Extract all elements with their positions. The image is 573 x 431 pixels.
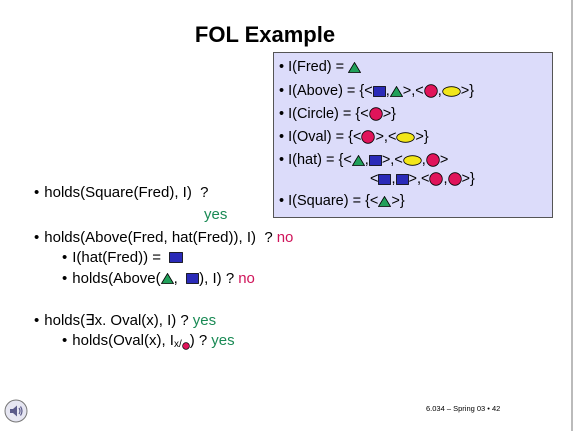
- question-3-sub-1-text-a: holds(Oval(x), I: [72, 332, 174, 349]
- bullet-icon: •: [34, 311, 40, 329]
- question-2-sub-2-text-b: ,: [173, 270, 187, 287]
- interp-sep: >,<: [381, 152, 403, 168]
- interp-comma: ,: [385, 83, 390, 99]
- square-icon: [372, 85, 386, 97]
- question-3-text: holds(∃x. Oval(x), I) ?: [44, 312, 189, 329]
- question-2-sub-2-text-a: holds(Above(: [72, 270, 161, 287]
- question-2-sub-2: • holds(Above( , ), I) ? no: [62, 270, 255, 287]
- interp-fred: • I(Fred) =: [279, 59, 362, 75]
- interp-close: >}: [460, 83, 475, 99]
- interp-above: • I(Above) = {< , >,< , >}: [279, 83, 474, 99]
- circle-icon: [361, 130, 376, 144]
- interp-close: >}: [391, 193, 405, 209]
- question-1-text: holds(Square(Fred), I) ?: [44, 184, 209, 201]
- interp-sep: >,<: [402, 83, 424, 99]
- triangle-icon: [378, 195, 392, 207]
- question-1: • holds(Square(Fred), I) ?: [34, 184, 209, 201]
- interp-close: >}: [461, 171, 475, 187]
- question-3-sub-1-subscript: x/: [173, 339, 182, 350]
- question-3: • holds(∃x. Oval(x), I) ? yes: [34, 311, 217, 330]
- interp-comma: ,: [364, 152, 369, 168]
- circle-icon: [181, 341, 190, 350]
- interp-fred-label: • I(Fred) =: [279, 59, 349, 75]
- oval-icon: [396, 131, 416, 143]
- question-2-sub-1-text: I(hat(Fred)) =: [72, 249, 166, 266]
- interpretation-box: • I(Fred) = • I(Above) = {< , >,< , >} •…: [273, 52, 553, 218]
- interp-sep: >,<: [408, 171, 430, 187]
- circle-icon: [426, 153, 440, 167]
- interp-comma: ,: [391, 171, 396, 187]
- interp-oval: • I(Oval) = {< >,< >}: [279, 129, 429, 145]
- bullet-icon: •: [62, 332, 68, 349]
- triangle-icon: [389, 85, 403, 97]
- question-2-sub-2-answer: no: [238, 270, 255, 287]
- interp-circle: • I(Circle) = {< >}: [279, 106, 396, 122]
- square-icon: [169, 252, 184, 263]
- interp-comma: ,: [437, 83, 442, 99]
- speaker-icon[interactable]: [4, 399, 28, 423]
- oval-icon: [403, 154, 422, 166]
- question-3-sub-1-answer: yes: [211, 332, 235, 349]
- interp-close: >}: [382, 106, 396, 122]
- question-2-sub-2-text-c: ), I) ?: [199, 270, 235, 287]
- interp-hat-1: • I(hat) = {< , >,< , >: [279, 152, 448, 168]
- interp-comma: ,: [421, 152, 426, 168]
- square-icon: [186, 273, 200, 284]
- bullet-icon: •: [34, 184, 40, 201]
- question-2-answer: no: [276, 229, 294, 246]
- question-2-sub-1: • I(hat(Fred)) =: [62, 249, 184, 266]
- square-icon: [395, 173, 409, 185]
- slide-footer: 6.034 – Spring 03 • 42: [426, 404, 501, 413]
- slide-title: FOL Example: [194, 22, 336, 47]
- circle-icon: [447, 172, 462, 186]
- interp-oval-label: • I(Oval) = {<: [279, 129, 362, 145]
- circle-icon: [424, 84, 438, 98]
- square-icon: [378, 173, 392, 185]
- question-3-sub-1: • holds(Oval(x), I x/ ) ? yes: [62, 332, 235, 350]
- triangle-icon: [160, 273, 174, 284]
- question-1-answer: yes: [204, 206, 228, 223]
- interp-comma: ,: [443, 171, 448, 187]
- bullet-icon: •: [62, 249, 68, 266]
- bullet-icon: •: [62, 270, 68, 287]
- triangle-icon: [348, 61, 362, 73]
- interp-close: >}: [415, 129, 429, 145]
- question-3-answer: yes: [192, 311, 217, 329]
- question-2: • holds(Above(Fred, hat(Fred)), I) ? no: [34, 229, 293, 246]
- interp-square-label: • I(Square) = {<: [279, 193, 379, 209]
- interp-circle-label: • I(Circle) = {<: [279, 106, 369, 122]
- interp-square: • I(Square) = {< >}: [279, 193, 405, 209]
- triangle-icon: [351, 154, 365, 166]
- square-icon: [368, 154, 382, 166]
- interp-close: >: [439, 152, 449, 168]
- circle-icon: [429, 172, 444, 186]
- oval-icon: [442, 85, 461, 97]
- interp-hat-label: • I(hat) = {<: [279, 152, 352, 168]
- circle-icon: [368, 107, 383, 121]
- slide-edge: [571, 0, 573, 431]
- interp-open: <: [370, 171, 379, 187]
- bullet-icon: •: [34, 229, 40, 246]
- interp-sep: >,<: [375, 129, 397, 145]
- question-3-sub-1-text-b: ) ?: [189, 332, 208, 349]
- question-2-text: holds(Above(Fred, hat(Fred)), I) ?: [44, 229, 273, 246]
- interp-above-label: • I(Above) = {<: [279, 83, 373, 99]
- interp-hat-2: < , >,< , >}: [370, 171, 475, 187]
